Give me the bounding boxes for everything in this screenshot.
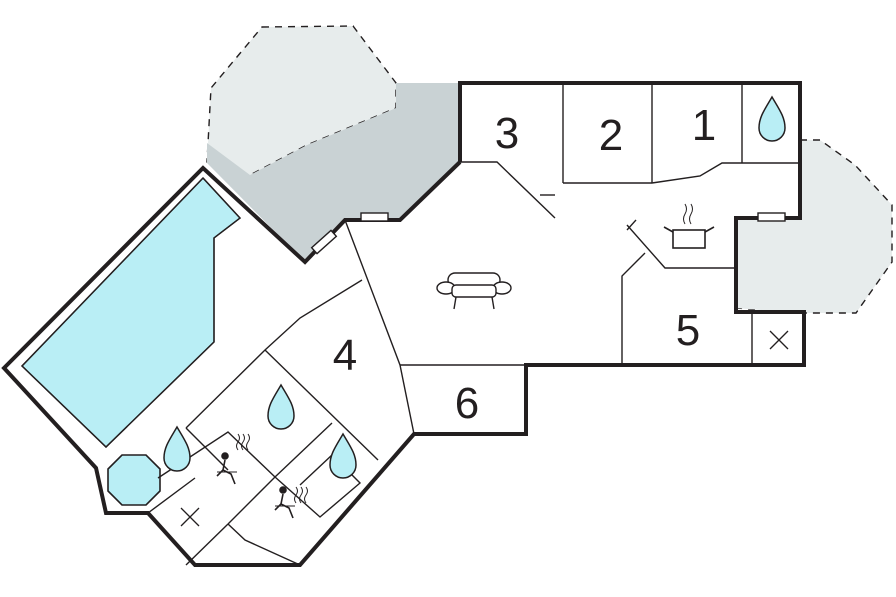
- room-label-6: 6: [455, 379, 479, 428]
- sauna-icon: [216, 433, 250, 485]
- water-drop-icon: [267, 383, 295, 430]
- water-drop-icon: [758, 95, 786, 142]
- water-drop-icon: [329, 432, 357, 479]
- cooking-pot-icon: [663, 203, 715, 249]
- hot-tub-icon: [107, 454, 161, 506]
- room-label-1: 1: [692, 101, 716, 150]
- closed-cross-icon: [769, 330, 789, 350]
- interior-walls: [147, 85, 800, 566]
- closed-cross-icon: [180, 507, 200, 527]
- sauna-icon: [274, 486, 308, 519]
- room-label-4: 4: [333, 331, 357, 380]
- terrace-right: [735, 139, 893, 314]
- terrace-top-left: [206, 25, 460, 262]
- room-label-2: 2: [599, 111, 623, 160]
- room-label-3: 3: [495, 109, 519, 158]
- sofa-icon: [436, 272, 512, 310]
- door-markers: [310, 212, 786, 255]
- water-drop-icon: [163, 425, 191, 472]
- room-label-5: 5: [676, 306, 700, 355]
